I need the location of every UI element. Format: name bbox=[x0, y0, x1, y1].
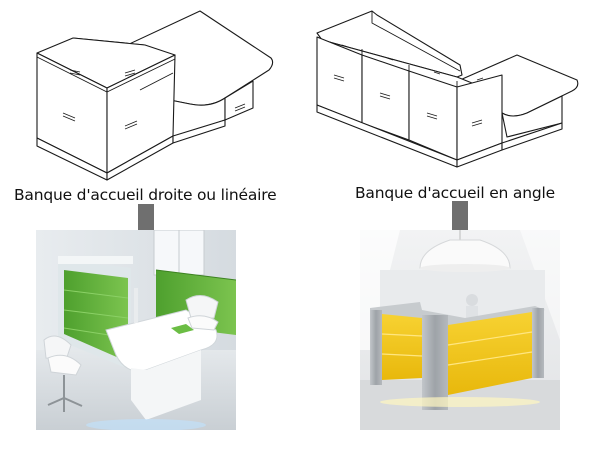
angle-desk-drawing bbox=[312, 5, 582, 180]
angle-desk-photo bbox=[360, 230, 560, 430]
linear-desk-caption: Banque d'accueil droite ou linéaire bbox=[14, 186, 277, 204]
angle-desk-caption: Banque d'accueil en angle bbox=[355, 184, 555, 202]
linear-desk-drawing bbox=[25, 8, 280, 183]
linear-desk-photo bbox=[36, 230, 236, 430]
